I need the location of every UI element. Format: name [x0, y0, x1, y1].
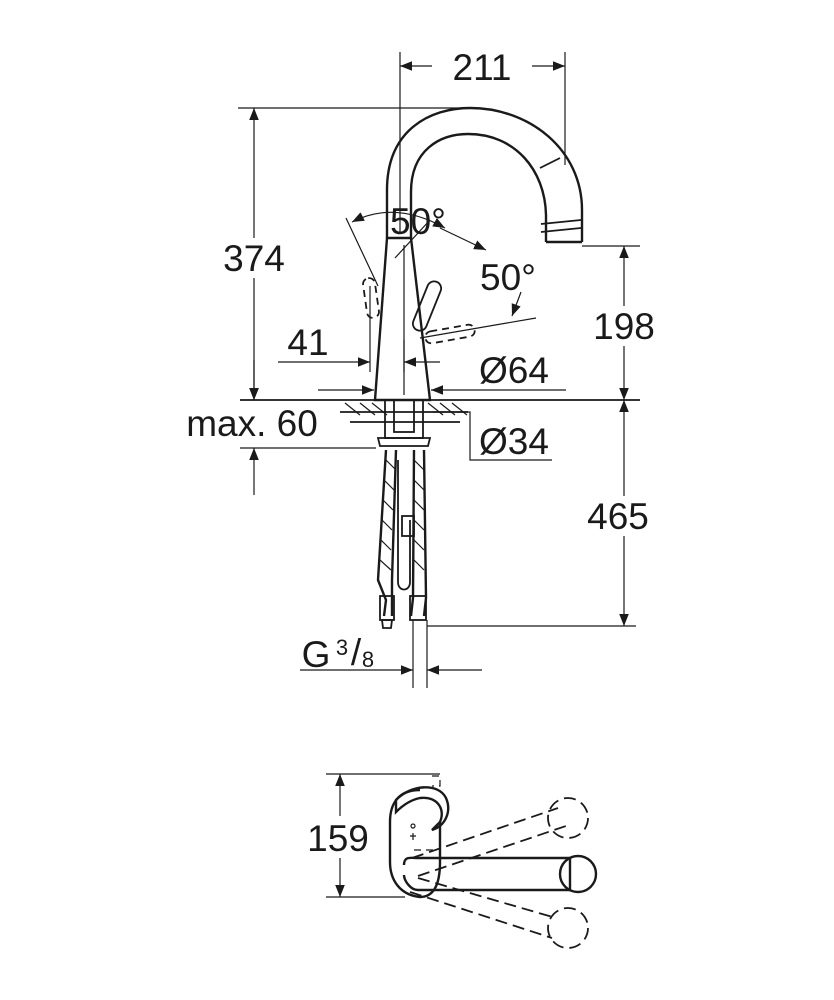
- mounting-shank: [376, 399, 432, 447]
- dim-50-top-arc: [351, 211, 446, 229]
- label-thread-slash: /: [351, 632, 362, 673]
- dimension-labels: 211 374 50° 50° 198 41 Ø64 max. 60 Ø34 4…: [186, 47, 655, 859]
- plan-spout: [402, 856, 572, 892]
- label-thread-g: G: [302, 634, 331, 675]
- label-64: Ø64: [479, 350, 549, 391]
- spray-head-seam: [539, 157, 561, 169]
- label-34: Ø34: [479, 421, 549, 462]
- faucet-plan-view: [388, 775, 598, 949]
- faucet-body: [373, 236, 432, 402]
- spout-inner-outline: [409, 132, 548, 242]
- label-211: 211: [453, 47, 512, 88]
- lever-left-ghost: [362, 277, 380, 319]
- plan-marker: [410, 823, 416, 829]
- plan-spout-ghost-down: [409, 877, 557, 939]
- lever-swung-ghost: [424, 323, 476, 345]
- label-50-top: 50°: [390, 201, 446, 242]
- label-thread-num: 3: [336, 635, 348, 660]
- plan-base: [388, 788, 442, 899]
- label-41: 41: [287, 322, 328, 363]
- spray-head-ring: [540, 219, 582, 233]
- dim-34-leader: [458, 411, 552, 461]
- faucet-elevation: [240, 106, 640, 688]
- label-max-60: max. 60: [186, 403, 318, 444]
- dim-50-side-arc: [511, 291, 522, 317]
- dimension-lines: [216, 48, 660, 898]
- plan-spout-head: [558, 854, 598, 894]
- lever-right: [411, 280, 443, 332]
- label-50-side: 50°: [480, 257, 536, 298]
- supply-hoses: [376, 449, 428, 629]
- plan-spout-ghost-up: [411, 807, 567, 877]
- spout-outer-outline: [385, 106, 584, 242]
- label-159: 159: [307, 818, 369, 859]
- label-198: 198: [593, 306, 655, 347]
- plan-lever: [394, 786, 450, 832]
- label-374: 374: [223, 238, 285, 279]
- label-465: 465: [587, 496, 649, 537]
- label-thread-den: 8: [362, 647, 374, 672]
